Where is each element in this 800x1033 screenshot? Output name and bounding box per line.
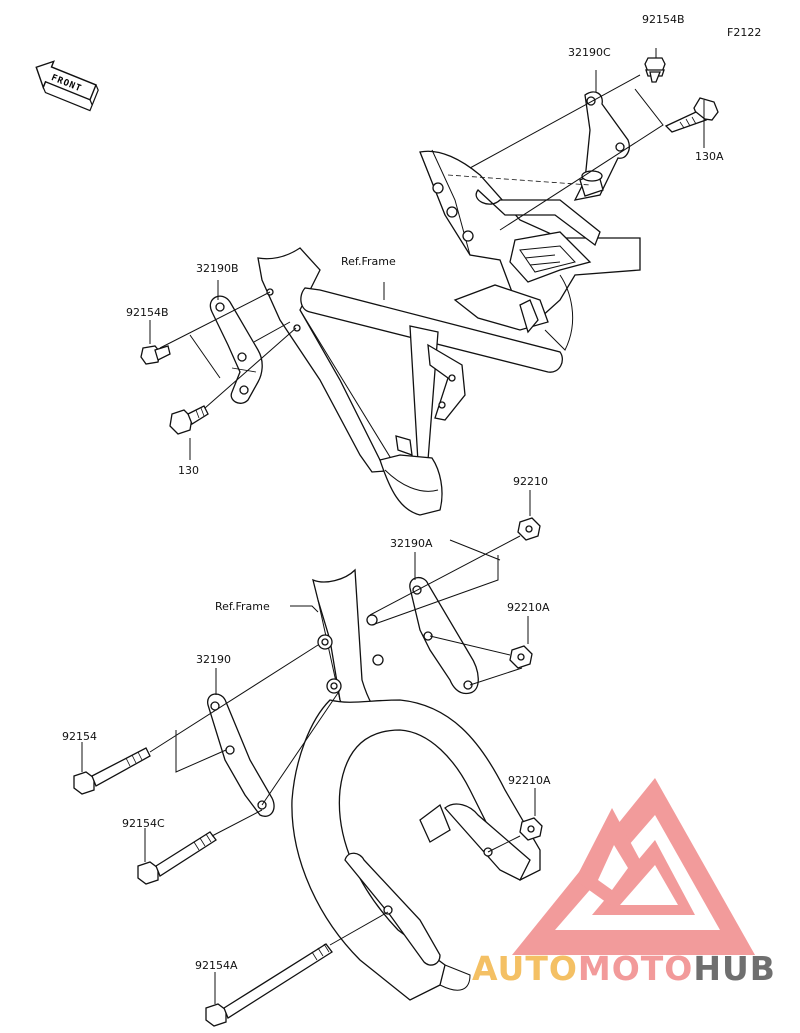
nut-92210A-upper — [509, 645, 533, 669]
bolt-130A — [664, 97, 719, 133]
label-92154A: 92154A — [195, 959, 238, 972]
bolt-92154A — [205, 943, 333, 1027]
label-130: 130 — [178, 464, 199, 477]
label-92154B-left: 92154B — [126, 306, 169, 319]
part-labels: 92154B 32190C 130A 32190B Ref.Frame 9215… — [62, 13, 724, 972]
bolt-92154B-left — [140, 345, 171, 365]
nut-92210 — [517, 517, 541, 541]
label-92210: 92210 — [513, 475, 548, 488]
label-92154: 92154 — [62, 730, 97, 743]
watermark-hub: HUB — [693, 949, 776, 988]
front-arrow-icon: FRONT — [35, 60, 99, 112]
upper-center-frame — [257, 247, 563, 516]
label-92210A-upper: 92210A — [507, 601, 550, 614]
lower-frame — [291, 568, 541, 1001]
label-32190B: 32190B — [196, 262, 239, 275]
nut-92210A-lower — [519, 817, 543, 841]
label-ref-frame-top: Ref.Frame — [341, 255, 396, 268]
label-32190C: 32190C — [568, 46, 611, 59]
watermark-logo — [512, 778, 755, 955]
label-32190: 32190 — [196, 653, 231, 666]
bolt-92154 — [73, 747, 151, 795]
label-130A: 130A — [695, 150, 724, 163]
bracket-32190A — [409, 577, 479, 695]
watermark-moto: MOTO — [578, 949, 693, 988]
watermark-auto: AUTO — [472, 949, 578, 988]
watermark-text: AUTOMOTOHUB — [472, 949, 776, 988]
spacers — [317, 634, 342, 694]
label-92210A-lower: 92210A — [508, 774, 551, 787]
label-ref-frame-bottom: Ref.Frame — [215, 600, 270, 613]
upper-leader-lines — [149, 48, 705, 460]
bolt-92154B-top — [644, 57, 666, 83]
lower-leader-lines — [81, 490, 536, 1004]
label-32190A: 32190A — [390, 537, 433, 550]
bolt-130 — [169, 405, 209, 435]
bolt-92154C — [137, 831, 217, 885]
bracket-32190B — [209, 295, 263, 404]
figure-code: F2122 — [727, 26, 761, 39]
bracket-32190 — [207, 693, 275, 817]
label-92154B-top: 92154B — [642, 13, 685, 26]
label-92154C: 92154C — [122, 817, 165, 830]
upper-frame — [419, 91, 641, 351]
